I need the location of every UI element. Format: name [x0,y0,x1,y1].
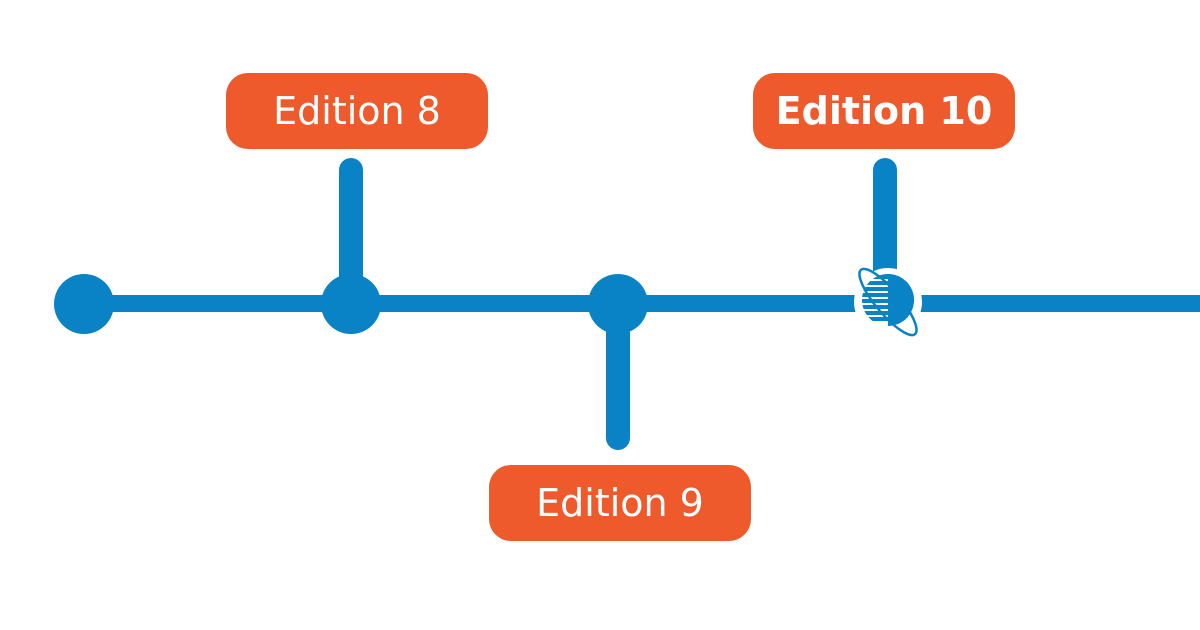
globe-ring-logo-icon [854,267,922,337]
edition-10-label: Edition 10 [753,73,1015,149]
edition-8-node [321,274,381,334]
edition-9-label: Edition 9 [489,465,751,541]
edition-8-label: Edition 8 [226,73,488,149]
edition-9-node [588,274,648,334]
timeline-start-node [54,274,114,334]
